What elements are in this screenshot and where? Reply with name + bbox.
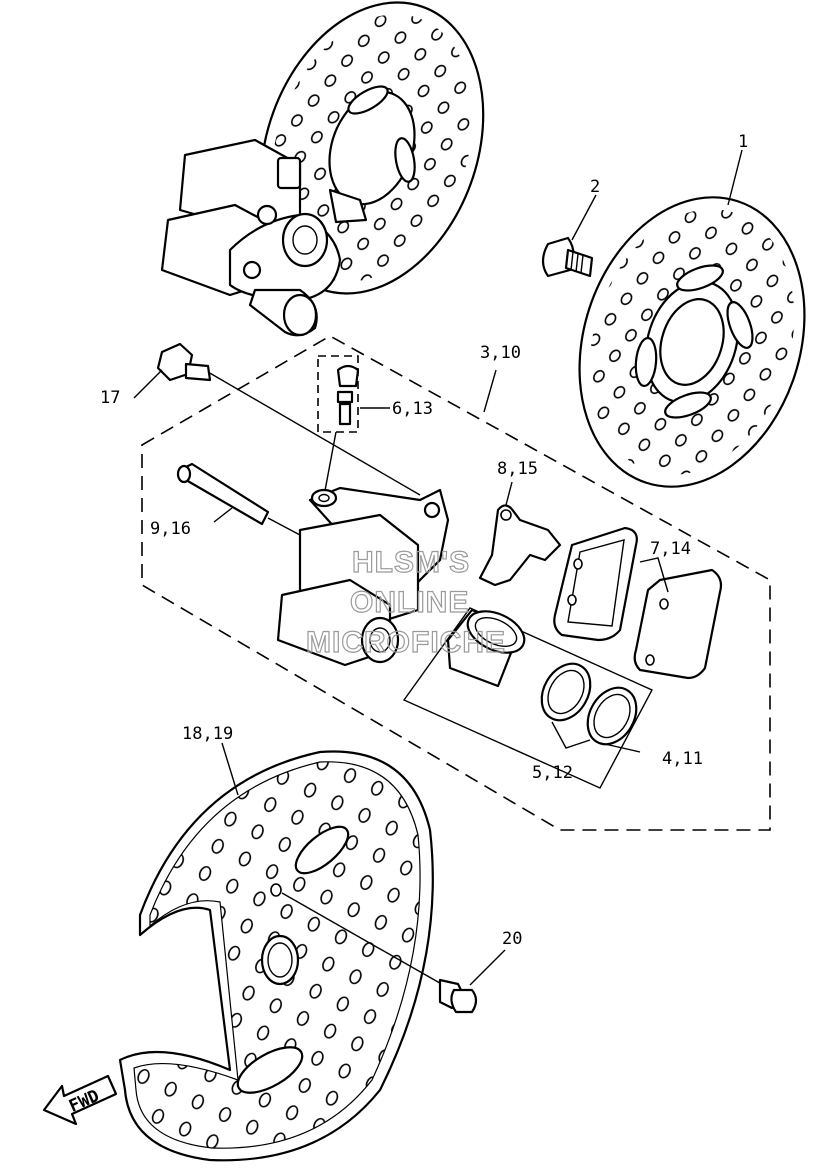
caliper-piston bbox=[446, 608, 526, 688]
label-part-20: 20 bbox=[502, 929, 522, 949]
label-part-1: 1 bbox=[738, 132, 748, 152]
label-part-17: 17 bbox=[100, 388, 120, 408]
brake-pad-inner bbox=[553, 526, 638, 642]
watermark-line-1: HLSM'S bbox=[352, 546, 470, 579]
forward-arrow-icon: FWD bbox=[42, 1074, 118, 1126]
disc-bolt bbox=[541, 236, 594, 278]
watermark-line-3: MICROFICHE bbox=[306, 626, 506, 659]
label-part-7-14: 7,14 bbox=[650, 539, 691, 559]
label-part-2: 2 bbox=[590, 177, 600, 197]
caliper-assembly-boundary bbox=[141, 335, 771, 831]
label-part-8-15: 8,15 bbox=[497, 459, 538, 479]
piston-seal bbox=[540, 662, 592, 722]
part-labels: 1 2 3,10 17 6,13 8,15 9,16 7,14 18,19 4,… bbox=[100, 132, 748, 949]
bleed-screw bbox=[317, 355, 360, 497]
bracket-bolt bbox=[156, 342, 421, 496]
leader-lines bbox=[133, 149, 743, 986]
label-part-9-16: 9,16 bbox=[150, 519, 191, 539]
dust-seal bbox=[586, 686, 638, 746]
brake-disc bbox=[578, 196, 806, 488]
shield-bolt bbox=[438, 978, 478, 1014]
brake-pad-outer bbox=[633, 568, 723, 680]
label-part-6-13: 6,13 bbox=[392, 399, 433, 419]
watermark-line-2: ONLINE bbox=[350, 586, 469, 619]
label-part-3-10: 3,10 bbox=[480, 343, 521, 363]
label-part-18-19: 18,19 bbox=[182, 724, 233, 744]
caliper-body bbox=[276, 486, 450, 667]
pad-spring bbox=[478, 481, 562, 587]
label-part-5-12: 5,12 bbox=[532, 763, 573, 783]
label-part-4-11: 4,11 bbox=[662, 749, 703, 769]
watermark: HLSM'S ONLINE MICROFICHE bbox=[305, 545, 506, 659]
caliper-pin bbox=[176, 462, 301, 536]
assembled-caliper bbox=[160, 138, 368, 337]
disc-shield bbox=[118, 750, 453, 1162]
